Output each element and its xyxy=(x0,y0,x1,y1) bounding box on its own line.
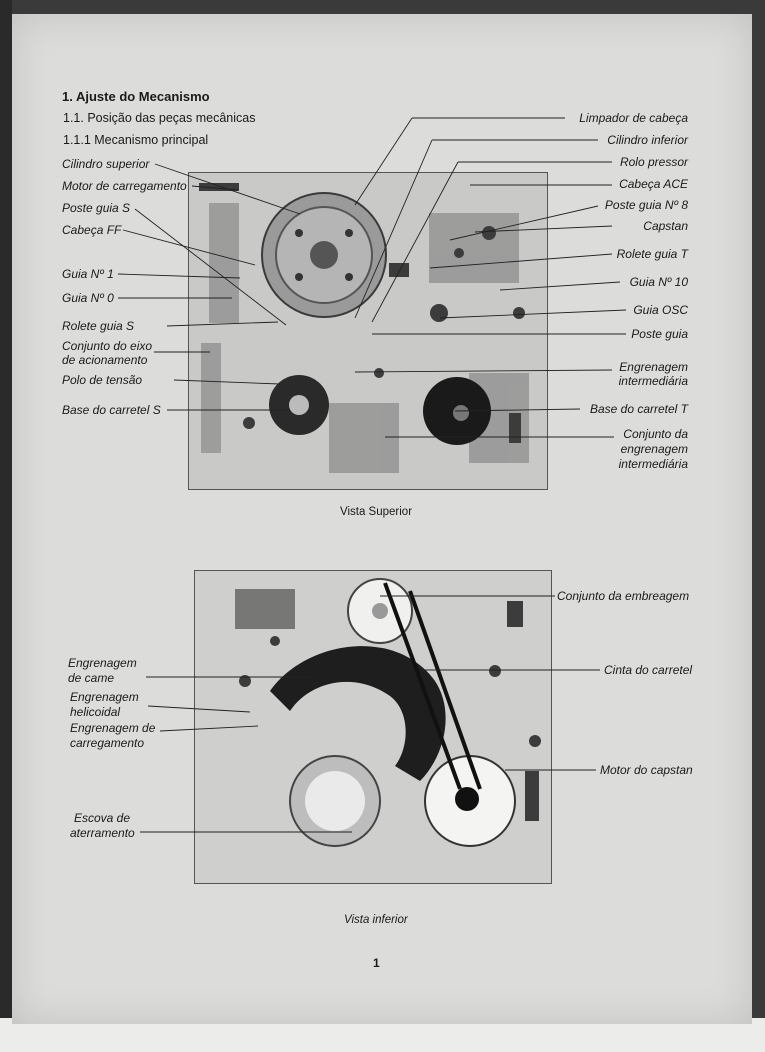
label-poste-guia-8: Poste guia Nº 8 xyxy=(604,198,688,212)
label-poste-guia-s: Poste guia S xyxy=(62,201,131,215)
label-conjunto-eixo-line2: de acionamento xyxy=(62,353,148,367)
label-engrenagem-carregamento-line1: Engrenagem de xyxy=(70,721,156,735)
subsubsection-title: 1.1.1 Mecanismo principal xyxy=(63,133,209,147)
label-conjunto-embreagem: Conjunto da embreagem xyxy=(557,589,690,603)
subsection-title: 1.1. Posição das peças mecânicas xyxy=(63,111,256,125)
label-guia-10: Guia Nº 10 xyxy=(629,275,688,289)
section-title: 1. Ajuste do Mecanismo xyxy=(62,89,210,104)
label-engrenagem-came-line2: de came xyxy=(68,671,115,685)
label-engrenagem-came-line1: Engrenagem xyxy=(68,656,137,670)
label-cabeca-ff: Cabeça FF xyxy=(62,223,122,237)
label-rolo-pressor: Rolo pressor xyxy=(619,155,688,169)
label-base-carretel-t: Base do carretel T xyxy=(589,402,688,416)
label-conjunto-engrenagem-line2: engrenagem xyxy=(620,442,688,456)
label-engrenagem-helicoidal-line1: Engrenagem xyxy=(70,690,139,704)
label-rolete-guia-s: Rolete guia S xyxy=(62,319,135,333)
caption-top-view: Vista Superior xyxy=(340,506,413,518)
label-capstan: Capstan xyxy=(643,219,688,233)
bottom-view-mechanism-figure xyxy=(194,570,552,884)
label-motor-capstan: Motor do capstan xyxy=(600,763,693,777)
page-number: 1 xyxy=(373,956,380,970)
label-engrenagem-carregamento-line2: carregamento xyxy=(70,736,145,750)
label-guia-0: Guia Nº 0 xyxy=(62,291,114,305)
label-cinta-carretel: Cinta do carretel xyxy=(604,663,693,677)
label-cilindro-superior: Cilindro superior xyxy=(62,157,150,171)
caption-bottom-view: Vista inferior xyxy=(344,914,408,926)
label-conjunto-engrenagem-line1: Conjunto da xyxy=(623,427,688,441)
label-escova-aterramento-line2: aterramento xyxy=(70,826,135,840)
label-poste-guia: Poste guia xyxy=(631,327,688,341)
label-guia-osc: Guia OSC xyxy=(633,303,688,317)
label-cabeca-ace: Cabeça ACE xyxy=(619,177,688,191)
label-conjunto-engrenagem-line3: intermediária xyxy=(618,457,688,471)
label-guia-1: Guia Nº 1 xyxy=(62,267,114,281)
book-spine xyxy=(0,0,12,1052)
label-motor-carregamento: Motor de carregamento xyxy=(62,179,187,193)
label-polo-tensao: Polo de tensão xyxy=(62,373,143,387)
label-escova-aterramento-line1: Escova de xyxy=(74,811,131,825)
top-view-mechanism-figure xyxy=(188,172,548,490)
label-engrenagem-helicoidal-line2: helicoidal xyxy=(70,705,121,719)
label-base-carretel-s: Base do carretel S xyxy=(62,403,161,417)
label-rolete-guia-t: Rolete guia T xyxy=(616,247,688,261)
label-cilindro-inferior: Cilindro inferior xyxy=(607,133,688,147)
label-engrenagem-line2: intermediária xyxy=(618,374,688,388)
label-limpador-cabeca: Limpador de cabeça xyxy=(579,111,688,125)
label-conjunto-eixo-line1: Conjunto do eixo xyxy=(62,339,153,353)
label-engrenagem-line1: Engrenagem xyxy=(619,360,688,374)
